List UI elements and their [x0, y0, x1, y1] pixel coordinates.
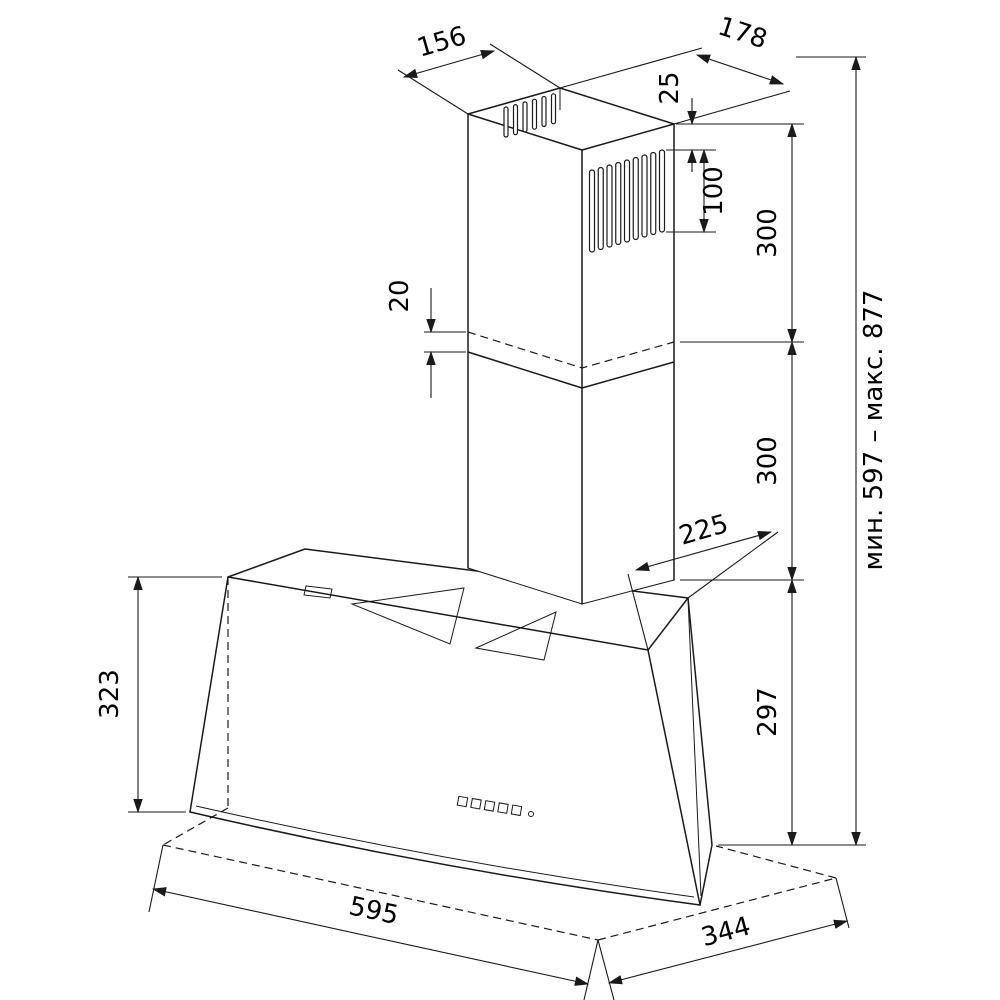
dim-total-height-label: мин. 597 – макс. 877 — [859, 290, 889, 571]
dim-hood-front-height-label: 323 — [95, 669, 125, 719]
dim-hood-width-label: 595 — [346, 891, 401, 931]
filter-triangle-left — [350, 587, 465, 645]
top-component — [303, 585, 333, 599]
hood-glass-front — [190, 577, 700, 905]
dimension-height-chain: 300 300 297 — [676, 122, 866, 847]
vent-slots-inner — [503, 93, 557, 138]
dimension-total-height: мин. 597 – макс. 877 — [796, 55, 889, 847]
duct-front-face — [468, 114, 582, 604]
control-buttons — [456, 795, 534, 817]
duct-base-line — [467, 567, 675, 605]
duct-junction-line — [467, 351, 675, 389]
chimney-duct — [467, 87, 675, 605]
dim-vent-height-label: 100 — [699, 166, 729, 216]
dimension-duct-overlap: 20 — [385, 279, 466, 398]
side-panel-fold-line — [687, 597, 702, 897]
dimension-vent-offset: 25 — [655, 71, 697, 172]
dim-vent-offset-label: 25 — [655, 71, 685, 104]
hood-top-surface — [228, 549, 688, 650]
dim-upper-duct-height-label: 300 — [753, 208, 783, 258]
duct-overlap-hidden-line — [467, 331, 675, 369]
dim-duct-depth-label: 156 — [414, 21, 470, 64]
indicator-dot — [528, 811, 534, 817]
dim-hood-body-height-label: 297 — [753, 687, 783, 737]
hood-body — [189, 548, 713, 906]
filter-triangle-right — [474, 611, 557, 661]
dim-duct-width-label: 178 — [714, 11, 770, 55]
vent-slots-right — [588, 149, 666, 253]
dim-duct-overlap-label: 20 — [385, 279, 415, 312]
footprint-back-edge — [715, 845, 837, 879]
duct-top-opening — [468, 88, 674, 150]
dimension-vent-height: 100 — [666, 148, 729, 234]
hood-right-side — [648, 598, 712, 905]
dim-lower-duct-height-label: 300 — [753, 436, 783, 486]
duct-right-face — [582, 124, 674, 604]
dimension-hood-front-height: 323 — [95, 575, 222, 814]
